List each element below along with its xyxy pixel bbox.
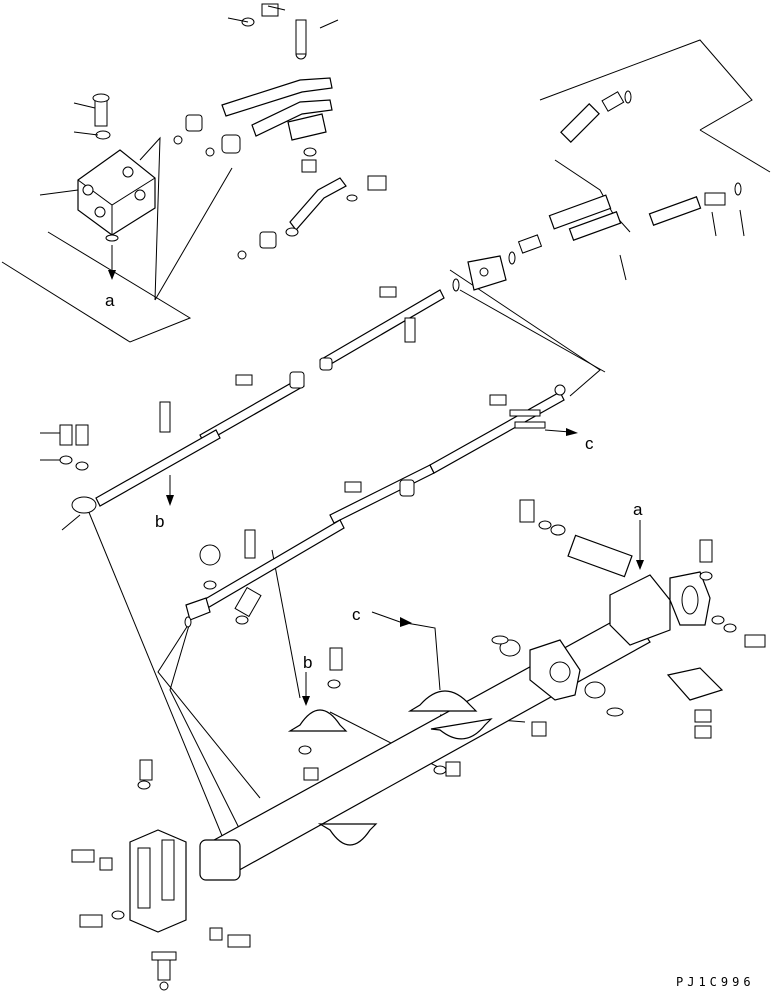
hydraulic-cylinder xyxy=(199,499,766,881)
callout-b-upper: b xyxy=(155,512,164,531)
callout-c-lower: c xyxy=(352,605,361,624)
callout-a-right: a xyxy=(633,500,643,519)
hose-assembly xyxy=(508,90,742,265)
callout-leaders xyxy=(166,428,644,706)
callout-a-left: a xyxy=(105,291,115,310)
callout-b-lower: b xyxy=(303,653,312,672)
mounting-bracket xyxy=(71,759,251,991)
callout-c-upper: c xyxy=(585,434,594,453)
drawing-code: PJ1C996 xyxy=(676,975,755,989)
upper-pipe-assembly xyxy=(173,3,387,260)
pipe-clamps xyxy=(287,647,547,846)
control-valve-block xyxy=(77,93,156,280)
leader-ticks xyxy=(39,5,745,531)
long-pipes xyxy=(59,255,566,628)
